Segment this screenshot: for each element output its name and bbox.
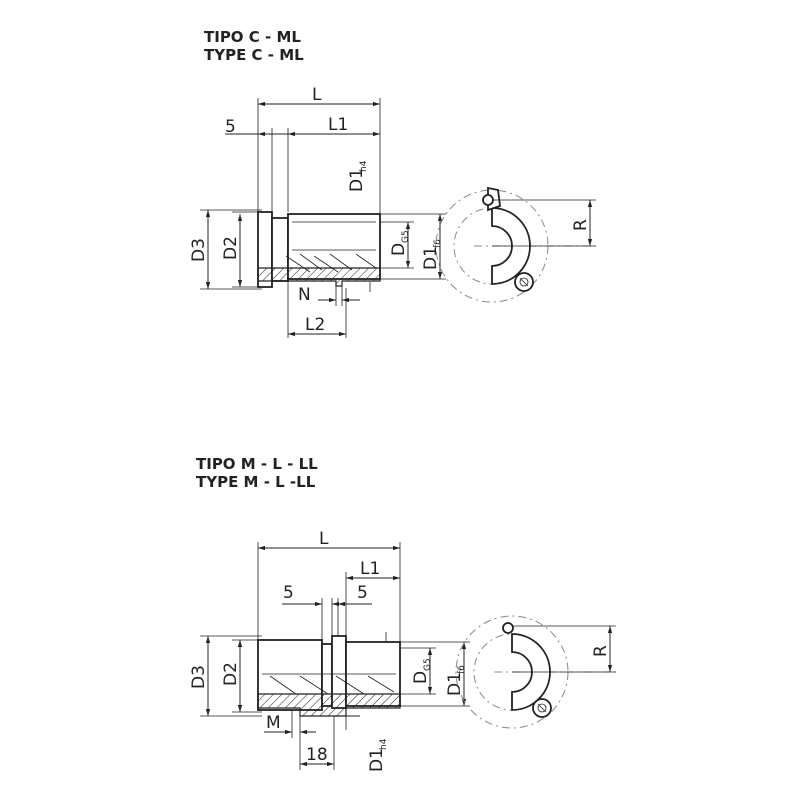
top-label-D1f6: D1 xyxy=(421,246,441,270)
bottom-title-english: TYPE M - L -LL xyxy=(196,473,316,491)
top-label-DG5-sub: G5 xyxy=(401,230,411,243)
bottom-label-DG5-sub: G5 xyxy=(423,658,433,671)
bottom-label-R: R xyxy=(591,645,611,657)
top-label-L2: L2 xyxy=(305,315,325,335)
bottom-label-5a: 5 xyxy=(283,583,294,603)
top-label-DG5: D xyxy=(389,243,409,256)
bottom-label-5b: 5 xyxy=(357,583,368,603)
bottom-label-D1f6: D1 xyxy=(445,672,465,696)
top-label-D1h4: D1 xyxy=(347,168,367,192)
bottom-label-D1h4: D1 xyxy=(367,748,387,772)
top-label-D3: D3 xyxy=(189,238,209,262)
bottom-label-D3: D3 xyxy=(189,665,209,689)
top-label-L1: L1 xyxy=(328,115,348,135)
bottom-label-M: M xyxy=(266,713,281,733)
bottom-label-D2: D2 xyxy=(221,662,241,686)
top-title-italian: TIPO C - ML xyxy=(204,28,301,46)
top-side-view: L 5 L1 D1 h4 D3 D2 xyxy=(189,85,446,338)
top-label-N: N xyxy=(298,285,311,305)
top-label-5: 5 xyxy=(225,117,236,137)
top-label-R: R xyxy=(571,219,591,231)
top-title-english: TYPE C - ML xyxy=(204,46,304,64)
bottom-end-view: R xyxy=(455,615,620,729)
top-label-D1f6-sub: f6 xyxy=(433,239,443,248)
bottom-label-D1f6-sub: f6 xyxy=(457,665,467,674)
bottom-label-D1h4-sub: h4 xyxy=(379,738,389,750)
bottom-label-DG5: D xyxy=(411,671,431,684)
top-label-L: L xyxy=(312,85,322,105)
bottom-label-L: L xyxy=(319,529,329,549)
top-label-D1h4-sub: h4 xyxy=(359,160,369,172)
bottom-title-italian: TIPO M - L - LL xyxy=(196,455,318,473)
top-part-section xyxy=(257,267,381,287)
bottom-side-view: L L1 5 5 D3 D2 xyxy=(189,529,470,772)
bottom-label-18: 18 xyxy=(306,745,328,765)
top-end-view: R xyxy=(435,186,600,303)
bottom-label-L1: L1 xyxy=(360,559,380,579)
top-label-D2: D2 xyxy=(221,236,241,260)
